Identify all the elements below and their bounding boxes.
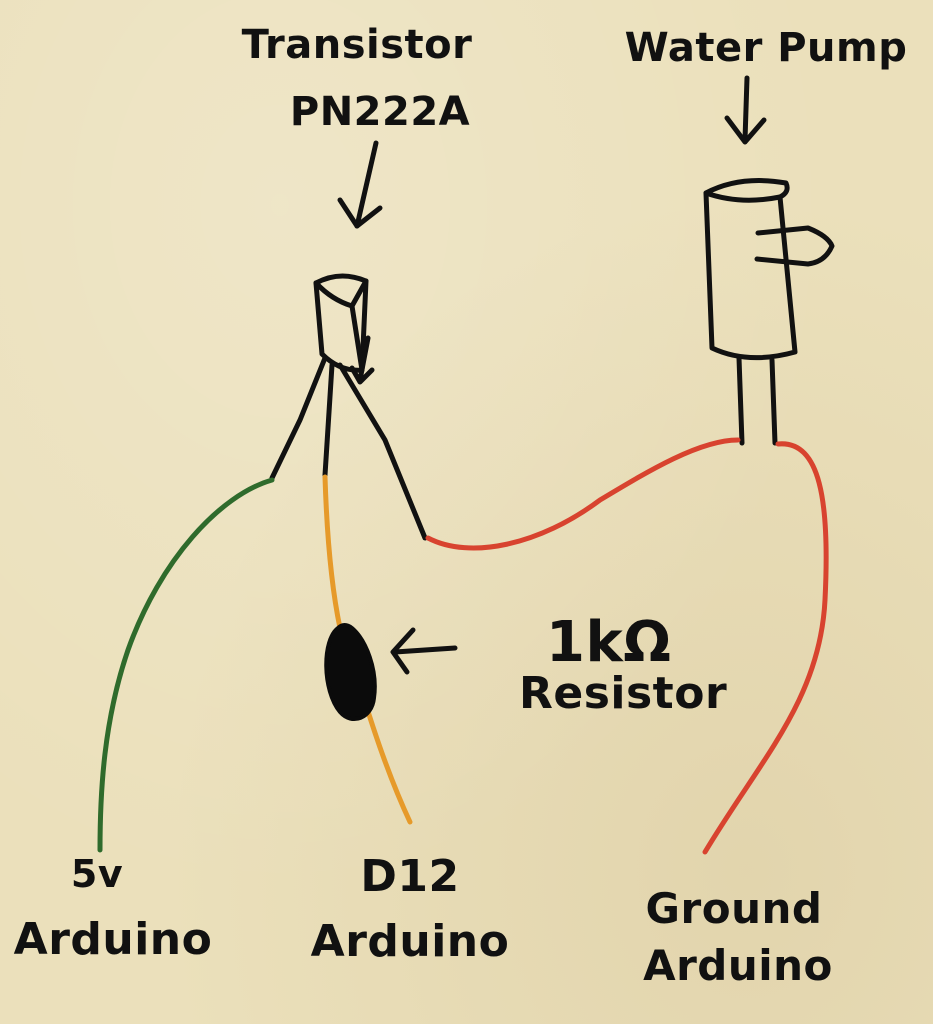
resistance-label: 1kΩ bbox=[546, 610, 672, 675]
resistor-symbol bbox=[324, 623, 377, 721]
transistor-label: Transistor bbox=[241, 22, 473, 68]
water-pump-symbol bbox=[703, 178, 835, 446]
resistor-arrow bbox=[390, 627, 458, 675]
transistor-part-label: PN222A bbox=[289, 89, 471, 135]
water-pump-label: Water Pump bbox=[624, 25, 908, 71]
ground-label: Ground bbox=[645, 884, 823, 933]
transistor-symbol bbox=[313, 273, 375, 385]
pump-arrow bbox=[724, 75, 767, 145]
five-volt-label: 5v bbox=[70, 852, 124, 896]
wire-ground bbox=[425, 437, 829, 855]
digital-pin-arduino-label: Arduino bbox=[310, 916, 510, 967]
wire-5v bbox=[97, 477, 275, 853]
five-volt-arduino-label: Arduino bbox=[13, 914, 213, 965]
transistor-legs bbox=[269, 355, 428, 541]
ground-arduino-label: Arduino bbox=[643, 941, 833, 990]
transistor-arrow bbox=[337, 140, 383, 229]
resistor-label: Resistor bbox=[519, 668, 728, 719]
wire-d12 bbox=[322, 474, 413, 825]
digital-pin-label: D12 bbox=[360, 851, 460, 902]
